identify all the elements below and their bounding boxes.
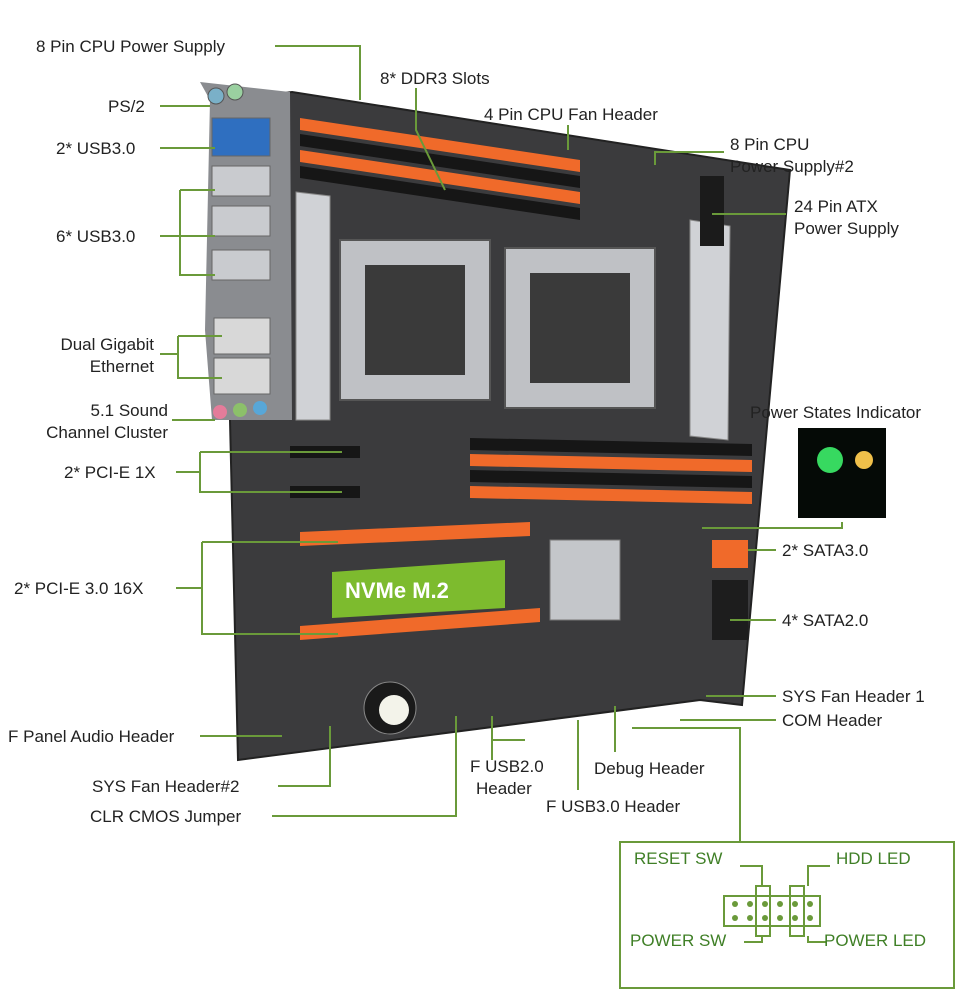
cmos-battery-cell [379, 695, 409, 725]
pcie-16x-slot-2 [300, 608, 540, 640]
label-power-sw: POWER SW [630, 931, 727, 950]
label-cpu-fan-4pin: 4 Pin CPU Fan Header [484, 105, 658, 124]
label-atx-24pin-line2: Power Supply [794, 219, 899, 238]
usb3-port-stack-2 [211, 165, 271, 197]
atx-24pin-connector [700, 176, 724, 246]
label-atx-24pin-line1: 24 Pin ATX [794, 197, 878, 216]
sata3-ports [712, 540, 748, 568]
power-states-indicator-image [798, 428, 886, 518]
label-ps2: PS/2 [108, 97, 145, 116]
front-panel-pins [732, 901, 813, 921]
label-ethernet-line2: Ethernet [89, 357, 154, 376]
vrm-heatsink-left [295, 191, 331, 421]
label-sound-line1: 5.1 Sound [90, 401, 168, 420]
label-power-states: Power States Indicator [750, 403, 922, 422]
label-sys-fan-1: SYS Fan Header 1 [782, 687, 925, 706]
cpu-socket-2-inner [530, 273, 630, 383]
audio-jack-pink [213, 405, 227, 419]
leader-lines [160, 45, 843, 842]
vrm-heatsink-right [689, 219, 731, 441]
usb3-port-stack-1 [211, 117, 271, 157]
label-usb2-line1: F USB2.0 [470, 757, 544, 776]
nvme-m2-slot [332, 560, 505, 618]
audio-jack-blue [253, 401, 267, 415]
audio-jack-green [233, 403, 247, 417]
label-f-panel-audio: F Panel Audio Header [8, 727, 175, 746]
led-amber [855, 451, 873, 469]
label-usb3-6: 6* USB3.0 [56, 227, 136, 246]
nvme-label: NVMe M.2 [345, 578, 449, 603]
front-panel-leaders [740, 865, 830, 943]
label-sound-line2: Channel Cluster [46, 423, 168, 442]
front-panel-pin-header [723, 895, 821, 927]
label-reset-sw: RESET SW [634, 849, 723, 868]
label-usb3-header: F USB3.0 Header [546, 797, 681, 816]
label-com-header: COM Header [782, 711, 883, 730]
label-ethernet-line1: Dual Gigabit [60, 335, 154, 354]
front-panel-header-box [619, 841, 955, 989]
ethernet-port-2 [213, 357, 271, 395]
label-sys-fan-2: SYS Fan Header#2 [92, 777, 240, 796]
label-pcie-16x: 2* PCI-E 3.0 16X [14, 579, 144, 598]
label-clr-cmos: CLR CMOS Jumper [90, 807, 242, 826]
ddr3-slots-top [300, 118, 580, 220]
label-power-led: POWER LED [824, 931, 927, 950]
label-usb3-2: 2* USB3.0 [56, 139, 136, 158]
label-hdd-led: HDD LED [836, 849, 911, 868]
label-cpu-power-2-line2: Power Supply#2 [730, 157, 854, 176]
pcie-16x-slot-1 [300, 522, 530, 546]
chipset-heatsink [549, 539, 621, 621]
ps2-port-2 [226, 83, 244, 101]
sata2-ports [712, 580, 748, 640]
led-green [817, 447, 843, 473]
ddr3-slots-bottom [470, 438, 752, 504]
label-pcie-1x: 2* PCI-E 1X [64, 463, 156, 482]
label-debug-header: Debug Header [594, 759, 705, 778]
label-sata2: 4* SATA2.0 [782, 611, 869, 630]
usb3-port-stack-3 [211, 205, 271, 237]
label-cpu-power-8pin: 8 Pin CPU Power Supply [36, 37, 225, 56]
ethernet-port-1 [213, 317, 271, 355]
label-ddr3-slots: 8* DDR3 Slots [380, 69, 490, 88]
label-cpu-power-2-line1: 8 Pin CPU [730, 135, 810, 154]
cpu-socket-1-inner [365, 265, 465, 375]
ps2-port [207, 87, 225, 105]
usb3-port-stack-4 [211, 249, 271, 281]
label-usb2-line2: Header [476, 779, 532, 798]
label-sata3: 2* SATA3.0 [782, 541, 869, 560]
